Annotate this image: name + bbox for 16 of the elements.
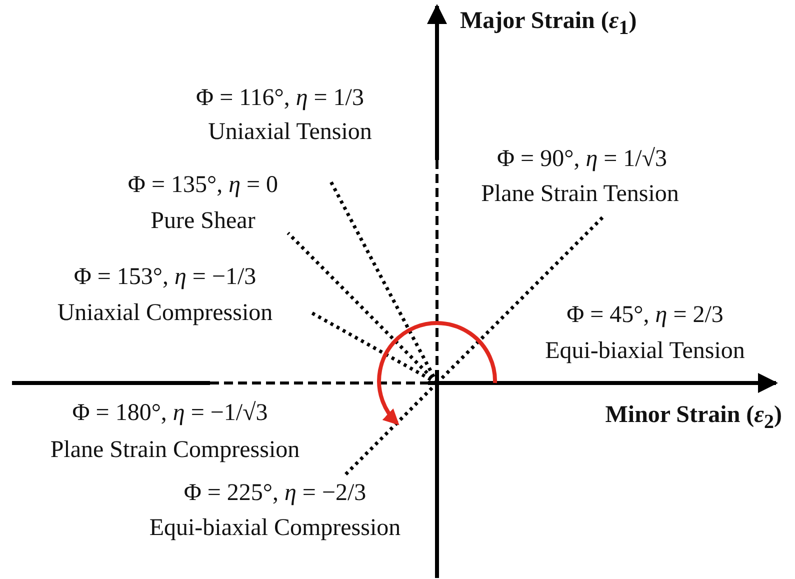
axis-label: Major Strain (ε$_{1}$): [460, 8, 637, 40]
strain-state-value: Φ = 45°, η = 2/3: [566, 302, 724, 330]
strain-state-value: Φ = 135°, η = 0: [128, 172, 278, 200]
loading-mode-label: Uniaxial Compression: [57, 300, 273, 328]
loading-mode-label: Uniaxial Tension: [208, 119, 372, 147]
loading-mode-label: Plane Strain Tension: [481, 181, 679, 209]
strain-state-value: Φ = 180°, η = −1/√3: [72, 400, 268, 428]
strain-state-value: Φ = 90°, η = 1/√3: [497, 146, 667, 174]
loading-mode-label: Equi-biaxial Tension: [545, 338, 745, 366]
axis-label: Minor Strain (ε$_{2}$): [605, 402, 782, 434]
loading-mode-label: Equi-biaxial Compression: [149, 515, 401, 543]
loading-mode-label: Plane Strain Compression: [50, 437, 300, 465]
strain-state-value: Φ = 116°, η = 1/3: [196, 85, 364, 113]
strain-state-value: Φ = 153°, η = −1/3: [74, 264, 256, 292]
strain-state-value: Φ = 225°, η = −2/3: [184, 480, 366, 508]
loading-mode-label: Pure Shear: [150, 208, 256, 236]
